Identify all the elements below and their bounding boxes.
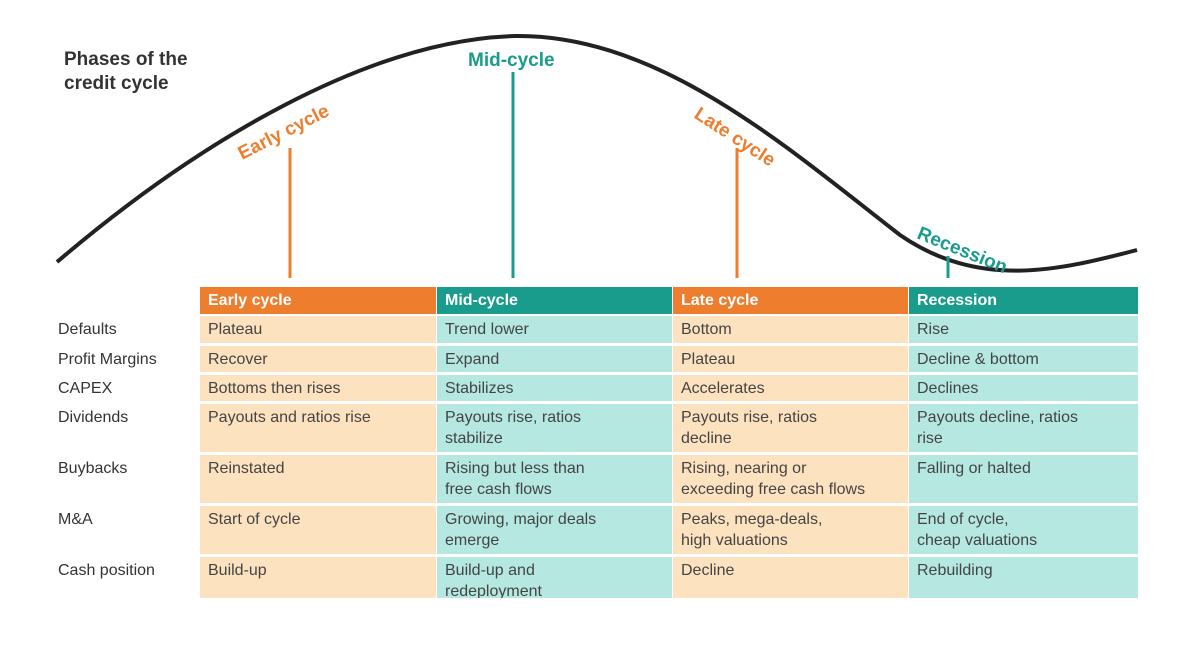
table-cell: End of cycle, cheap valuations	[909, 506, 1138, 556]
cell-text: Build-up	[208, 562, 267, 579]
row-label-profit-margins: Profit Margins	[58, 351, 157, 368]
table-cell: Payouts decline, ratios rise	[909, 404, 1138, 454]
cell-text: Peaks, mega-deals, high valuations	[681, 511, 823, 549]
table-cell: Declines	[909, 375, 1138, 403]
cycle-curve	[55, 33, 1138, 273]
cell-text: Payouts rise, ratios decline	[681, 409, 818, 447]
cell-text: Plateau	[208, 321, 263, 338]
table-cell: Rise	[909, 316, 1138, 345]
table-cell: Stabilizes	[437, 375, 672, 403]
table-cell: Falling or halted	[909, 455, 1138, 505]
table-cell: Decline	[673, 557, 908, 600]
table-cell: Plateau	[673, 346, 908, 374]
column-header-early-cycle: Early cycle	[200, 287, 436, 314]
cell-text: Payouts and ratios rise	[208, 409, 371, 426]
table-cell: Expand	[437, 346, 672, 374]
cell-text: Rising, nearing or exceeding free cash f…	[681, 460, 866, 498]
table-cell: Recover	[200, 346, 436, 374]
cell-text: Bottoms then rises	[208, 380, 341, 397]
curve-label-mid: Mid-cycle	[468, 50, 555, 71]
table-cell: Start of cycle	[200, 506, 436, 556]
row-label-capex: CAPEX	[58, 380, 113, 397]
cell-text: Declines	[917, 380, 979, 397]
cell-text: Reinstated	[208, 460, 285, 477]
column-header-mid-cycle: Mid-cycle	[437, 287, 672, 314]
table-cell: Payouts and ratios rise	[200, 404, 436, 454]
cell-text: Recover	[208, 351, 268, 368]
table-cell: Payouts rise, ratios stabilize	[437, 404, 672, 454]
row-label-dividends: Dividends	[58, 409, 129, 426]
cell-text: Accelerates	[681, 380, 765, 397]
diagram-title: Phases of the credit cycle	[64, 49, 188, 94]
cell-text: Trend lower	[445, 321, 529, 338]
cell-text: Falling or halted	[917, 460, 1031, 477]
cell-text: Rise	[917, 321, 950, 338]
row-label-m-a: M&A	[58, 511, 93, 528]
cell-text: Expand	[445, 351, 500, 368]
row-label-buybacks: Buybacks	[58, 460, 128, 477]
table-cell: Rising, nearing or exceeding free cash f…	[673, 455, 908, 505]
table-cell: Peaks, mega-deals, high valuations	[673, 506, 908, 556]
cell-text: Decline	[681, 562, 735, 579]
curve-label-early: Early cycle	[235, 101, 333, 165]
cell-text: Stabilizes	[445, 380, 514, 397]
cell-text: Payouts rise, ratios stabilize	[445, 409, 582, 447]
cell-text: Rising but less than free cash flows	[445, 460, 585, 498]
cell-text: Bottom	[681, 321, 732, 338]
column-header-late-cycle: Late cycle	[673, 287, 908, 314]
row-label-cash-position: Cash position	[58, 562, 155, 579]
cell-text: Build-up and redeployment	[445, 562, 542, 600]
cell-text: End of cycle, cheap valuations	[917, 511, 1038, 549]
cell-text: Payouts decline, ratios rise	[917, 409, 1078, 447]
cell-text: Start of cycle	[208, 511, 301, 528]
row-label-defaults: Defaults	[58, 321, 117, 338]
cell-text: Plateau	[681, 351, 736, 368]
table-cell: Plateau	[200, 316, 436, 345]
cell-text: Growing, major deals emerge	[445, 511, 597, 549]
table-cell: Build-up	[200, 557, 436, 600]
table-cell: Trend lower	[437, 316, 672, 345]
table-cell: Rebuilding	[909, 557, 1138, 600]
table-cell: Growing, major deals emerge	[437, 506, 672, 556]
cell-text: Rebuilding	[917, 562, 993, 579]
table-cell: Accelerates	[673, 375, 908, 403]
table-cell: Decline & bottom	[909, 346, 1138, 374]
column-header-recession: Recession	[909, 287, 1138, 314]
cell-text: Decline & bottom	[917, 351, 1039, 368]
table-cell: Reinstated	[200, 455, 436, 505]
table-cell: Bottoms then rises	[200, 375, 436, 403]
table-cell: Bottom	[673, 316, 908, 345]
table-cell: Build-up and redeployment	[437, 557, 672, 600]
table-cell: Payouts rise, ratios decline	[673, 404, 908, 454]
table-cell: Rising but less than free cash flows	[437, 455, 672, 505]
